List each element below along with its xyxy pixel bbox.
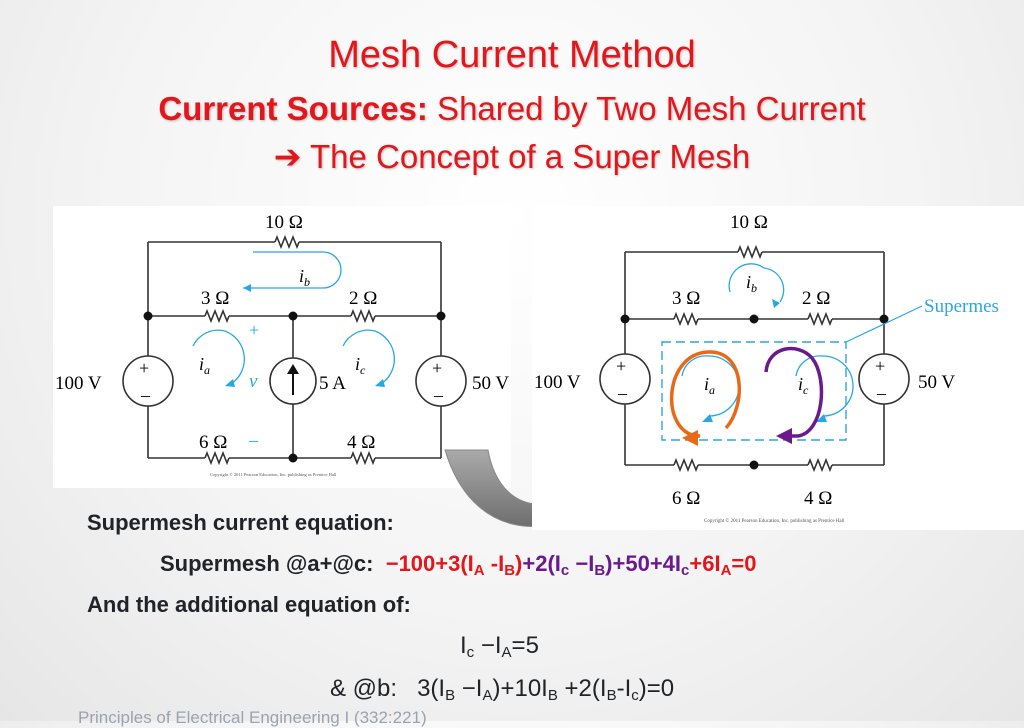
subtitle-rest: Shared by Two Mesh Current [427, 90, 866, 127]
minus-sign: – [248, 430, 259, 450]
right-arrow-icon: ➔ [273, 138, 302, 175]
src-left-label: 100 V [534, 372, 581, 393]
r-top-label: 10 Ω [265, 212, 303, 233]
supermesh-equation: Supermesh @a+@c: −100+3(IA -IB)+2(Ic −IB… [160, 551, 757, 579]
node-dot [749, 460, 759, 470]
plus-sign: + [139, 358, 149, 378]
subtitle-bold: Current Sources: [158, 90, 428, 127]
node-dot [749, 314, 759, 324]
supermesh-heading: Supermesh current equation: [87, 510, 394, 535]
plus-sign: + [616, 356, 626, 376]
right-circuit-panel: 10 Ω 3 Ω 2 Ω 6 Ω 4 Ω 100 V 50 V Supermes… [532, 206, 1024, 530]
minus-sign: – [140, 385, 151, 405]
right-circuit-diagram: 10 Ω 3 Ω 2 Ω 6 Ω 4 Ω 100 V 50 V Supermes… [534, 212, 999, 524]
r-bot-left-label: 6 Ω [672, 488, 700, 509]
r-top-left-label: 3 Ω [201, 288, 229, 309]
left-circuit-diagram: 10 Ω 3 Ω 2 Ω 6 Ω 4 Ω 100 V 50 V 5 A v + … [55, 212, 509, 478]
constraint-equation: Ic −IA=5 [460, 632, 539, 661]
minus-sign: – [876, 383, 887, 403]
mesh-c-label: ic [798, 374, 809, 397]
mesh-c-label: ic [355, 354, 366, 377]
orange-loop-arrow [669, 350, 742, 438]
mesh-b-label: ib [746, 272, 757, 295]
src-mid-label: 5 A [319, 373, 346, 394]
r-bot-right-label: 4 Ω [804, 488, 832, 509]
copyright-note: Copyright © 2011 Pearson Education, Inc.… [704, 518, 845, 524]
src-left-label: 100 V [55, 373, 102, 394]
subtitle-2-text: The Concept of a Super Mesh [301, 138, 751, 175]
supermesh-eq-label: Supermesh @a+@c: [160, 551, 374, 576]
node-dot [288, 311, 298, 321]
mesh-a-label: ia [704, 374, 715, 397]
slide-subtitle: Current Sources: Shared by Two Mesh Curr… [0, 90, 1024, 128]
node-dot [288, 453, 298, 463]
supermesh-boundary [661, 341, 847, 441]
copyright-note: Copyright © 2011 Pearson Education, Inc.… [210, 472, 337, 478]
r-bot-left-label: 6 Ω [199, 432, 227, 453]
additional-heading: And the additional equation of: [87, 592, 411, 617]
r-bot-right-label: 4 Ω [347, 432, 375, 453]
supermesh-label: Supermes [924, 296, 999, 317]
src-right-label: 50 V [472, 373, 509, 394]
node-dot [620, 314, 630, 324]
r-top-right-label: 2 Ω [349, 288, 377, 309]
r-top-right-label: 2 Ω [802, 288, 830, 309]
r-top-left-label: 3 Ω [672, 288, 700, 309]
node-dot [143, 311, 153, 321]
slide-footer: Principles of Electrical Engineering I (… [78, 708, 427, 727]
purple-loop-arrow [764, 346, 824, 438]
src-right-label: 50 V [918, 372, 955, 393]
plus-sign: + [249, 320, 259, 340]
node-dot [436, 311, 446, 321]
minus-sign: – [433, 385, 444, 405]
minus-sign: – [617, 383, 628, 403]
slide-subtitle-2: ➔ The Concept of a Super Mesh [0, 137, 1024, 176]
supermesh-pointer [845, 305, 923, 343]
mesh-b-eq-label: & @b: [330, 675, 398, 702]
slide-title: Mesh Current Method [328, 34, 696, 76]
r-top-label: 10 Ω [730, 212, 768, 233]
mesh-a-label: ia [199, 354, 210, 377]
node-dot [879, 314, 889, 324]
plus-sign: + [432, 358, 442, 378]
v-label: v [249, 371, 258, 392]
plus-sign: + [875, 356, 885, 376]
left-circuit-panel: 10 Ω 3 Ω 2 Ω 6 Ω 4 Ω 100 V 50 V 5 A v + … [53, 206, 511, 488]
mesh-b-label: ib [299, 266, 310, 289]
mesh-b-equation: & @b: 3(IB −IA)+10IB +2(IB-Ic)=0 [330, 675, 675, 704]
